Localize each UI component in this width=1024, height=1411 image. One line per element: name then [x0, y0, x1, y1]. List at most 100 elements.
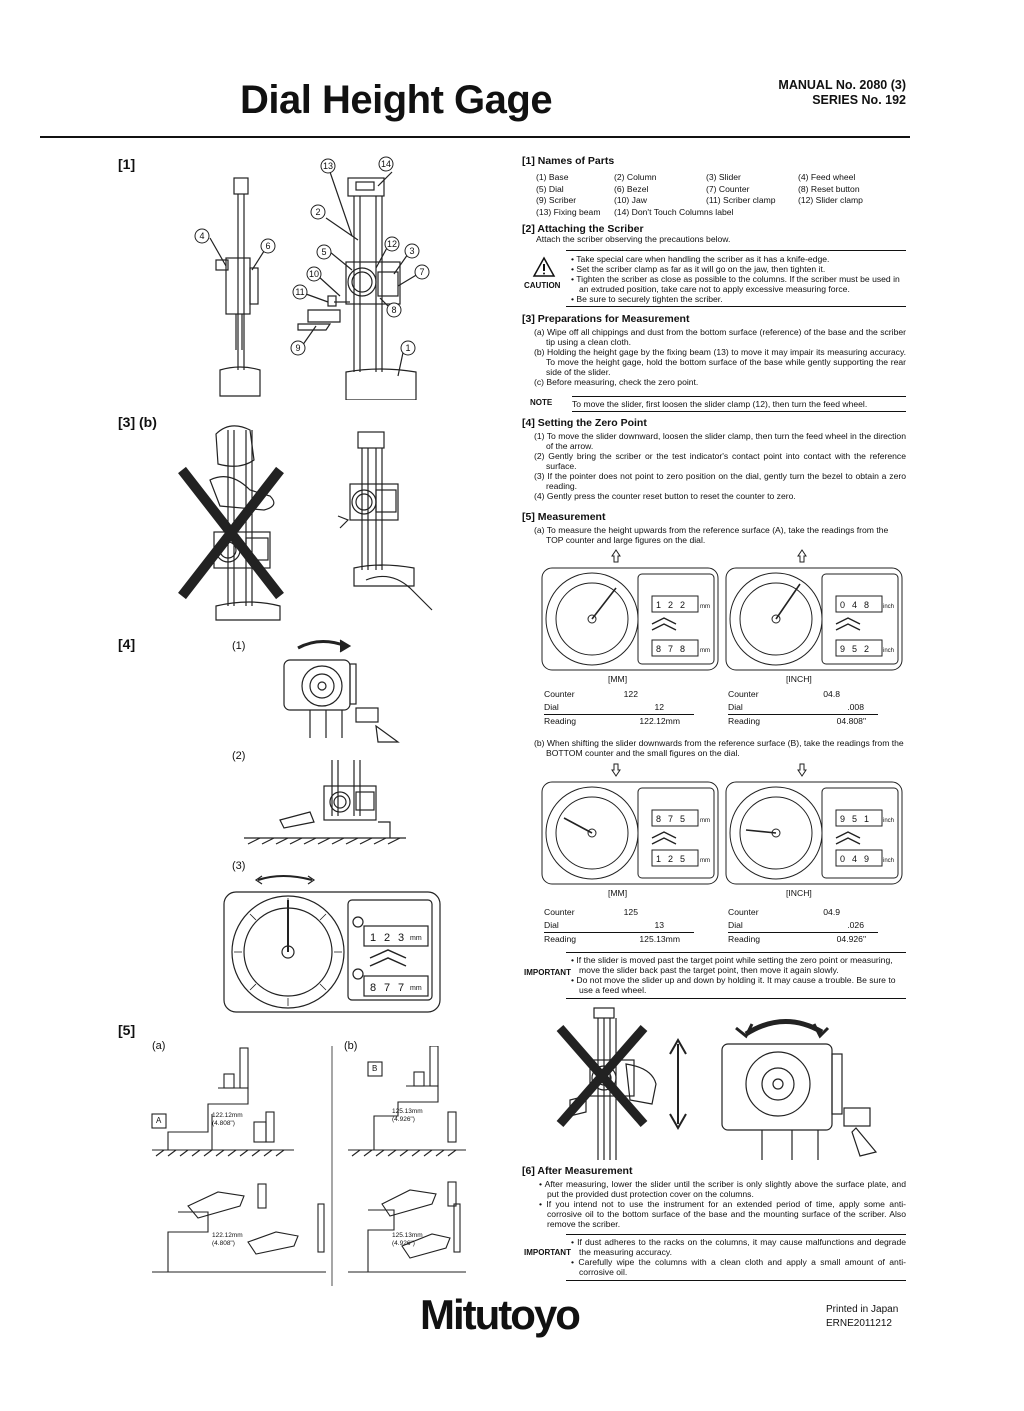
- meas-mm: 122.12mm: [212, 1112, 243, 1119]
- part: (9) Scriber: [536, 195, 577, 205]
- counter-digit: 9: [840, 814, 845, 824]
- counter-digit: 1: [370, 932, 376, 944]
- unit-inch: inch: [883, 648, 894, 654]
- item-text: Do not move the slider up and down by ho…: [576, 975, 896, 995]
- feed-wheel-illustrations: [556, 1007, 878, 1160]
- section-after-measurement: [6] After Measurement • After measuring,…: [522, 1166, 906, 1229]
- meas-in: (4.926"): [392, 1116, 415, 1123]
- surface-a-label: A: [156, 1116, 162, 1125]
- counter-digit: 2: [668, 600, 673, 610]
- reading-key: Counter: [544, 907, 575, 917]
- part: (3) Slider: [706, 172, 741, 182]
- important-list: • If the slider is moved past the target…: [568, 955, 906, 995]
- part: (4) Feed wheel: [798, 172, 856, 182]
- part: (2) Column: [614, 172, 657, 182]
- reading-value: 04.9: [823, 907, 840, 917]
- reading-value: 13: [654, 920, 664, 930]
- part: (7) Counter: [706, 183, 750, 194]
- figure-3b-drawing: [178, 425, 433, 621]
- caution-label: CAUTION: [524, 281, 561, 290]
- part: (13) Fixing beam: [536, 206, 601, 217]
- parts-list: (1) Base(2) Column(3) Slider(4) Feed whe…: [536, 172, 863, 218]
- list-item: (a) Wipe off all chippings and dust from…: [534, 327, 906, 347]
- unit-mm: mm: [410, 935, 422, 942]
- list-item: (b) When shifting the slider downwards f…: [534, 738, 904, 758]
- meas-mm: 122.12mm: [212, 1232, 243, 1239]
- divider: [566, 1280, 906, 1281]
- figure-4-1-label: (1): [232, 640, 246, 652]
- important-label: IMPORTANT: [524, 968, 571, 977]
- counter-digit: 1: [864, 814, 869, 824]
- figure-5b-label: (b): [344, 1040, 358, 1052]
- item-text: Be sure to securely tighten the scriber.: [576, 294, 723, 304]
- note-label: NOTE: [530, 398, 553, 407]
- counter-digit: 9: [840, 644, 845, 654]
- item-text: After measuring, lower the slider until …: [544, 1179, 906, 1199]
- divider: [566, 952, 906, 953]
- figure-4-1-drawing: [283, 639, 400, 743]
- counter-digit: 4: [852, 600, 857, 610]
- list-item: (3) If the pointer does not point to zer…: [534, 471, 906, 491]
- reading-key: Dial: [728, 702, 743, 712]
- section-heading: [4] Setting the Zero Point: [522, 417, 647, 429]
- list-item: (a) To measure the height upwards from t…: [534, 525, 889, 545]
- counter-digit: 7: [668, 644, 673, 654]
- divider: [566, 250, 906, 251]
- figure-4-3-counters: 1 2 3 mm 8 7 7 mm: [370, 932, 422, 994]
- unit-mm: mm: [700, 604, 710, 610]
- list-item: • If the slider is moved past the target…: [571, 955, 893, 975]
- reading-key: Reading: [544, 934, 577, 944]
- counter-digit: 4: [852, 854, 857, 864]
- callout-11: 11: [295, 287, 304, 297]
- figure-4-3-label: (3): [232, 860, 246, 872]
- meas-in: (4.926"): [392, 1240, 415, 1247]
- reading-value: 04.8: [823, 689, 840, 699]
- mm-label: [MM]: [608, 888, 628, 898]
- reading-value: 04.926": [836, 934, 866, 944]
- parts-row: (1) Base(2) Column(3) Slider(4) Feed whe…: [536, 172, 863, 184]
- parts-row: (5) Dial(6) Bezel(7) Counter(8) Reset bu…: [536, 184, 863, 196]
- unit-inch: inch: [883, 858, 894, 864]
- document-code: ERNE2011212: [826, 1318, 892, 1329]
- list-item: (4) Gently press the counter reset butto…: [534, 491, 796, 501]
- counter-digit: 2: [680, 600, 685, 610]
- figure-1-label: [1]: [118, 156, 136, 172]
- unit-inch: inch: [883, 604, 894, 610]
- meas-mm: 125.13mm: [392, 1108, 423, 1115]
- reading-value: 122.12mm: [639, 716, 680, 726]
- counter-digit: 5: [852, 644, 857, 654]
- section-measurement: [5] Measurement (a) To measure the heigh…: [522, 512, 906, 545]
- counter-digit: 2: [384, 932, 390, 944]
- reading-value: .026: [847, 920, 864, 930]
- list-item: (b) Holding the height gage by the fixin…: [534, 347, 906, 377]
- part: (5) Dial: [536, 183, 564, 194]
- reading-value: 125: [623, 907, 638, 917]
- divider: [566, 998, 906, 999]
- item-text: Tighten the scriber as close as possible…: [576, 274, 900, 294]
- item-text: Set the scriber clamp as far as it will …: [576, 264, 826, 274]
- part: (10) Jaw: [614, 195, 647, 205]
- header-rule: [40, 136, 910, 138]
- dial-panels-a: [541, 549, 903, 671]
- section-heading: [6] After Measurement: [522, 1165, 633, 1177]
- figure-1-callouts: 13 14 2 4 6 5 12 3 7 10 11 8 9 1: [194, 156, 430, 356]
- list-item: (2) Gently bring the scriber or the test…: [534, 451, 906, 471]
- counter-digit: 9: [864, 854, 869, 864]
- callout-6: 6: [265, 241, 270, 251]
- callout-10: 10: [309, 269, 319, 279]
- note-text: To move the slider, first loosen the sli…: [572, 396, 906, 412]
- reading-key: Counter: [728, 907, 759, 917]
- measurement-b-top: 125.13mm (4.926"): [392, 1108, 423, 1124]
- list-item: • Carefully wipe the columns with a clea…: [571, 1257, 906, 1277]
- reading-key: Reading: [544, 716, 577, 726]
- counter-digit: 1: [656, 600, 661, 610]
- list-item: • If dust adheres to the racks on the co…: [571, 1237, 907, 1257]
- mm-label: [MM]: [608, 674, 628, 684]
- measurement-b-text: (b) When shifting the slider downwards f…: [522, 738, 906, 758]
- callout-9: 9: [295, 343, 300, 353]
- unit-mm: mm: [700, 818, 710, 824]
- counter-digit: 0: [840, 600, 845, 610]
